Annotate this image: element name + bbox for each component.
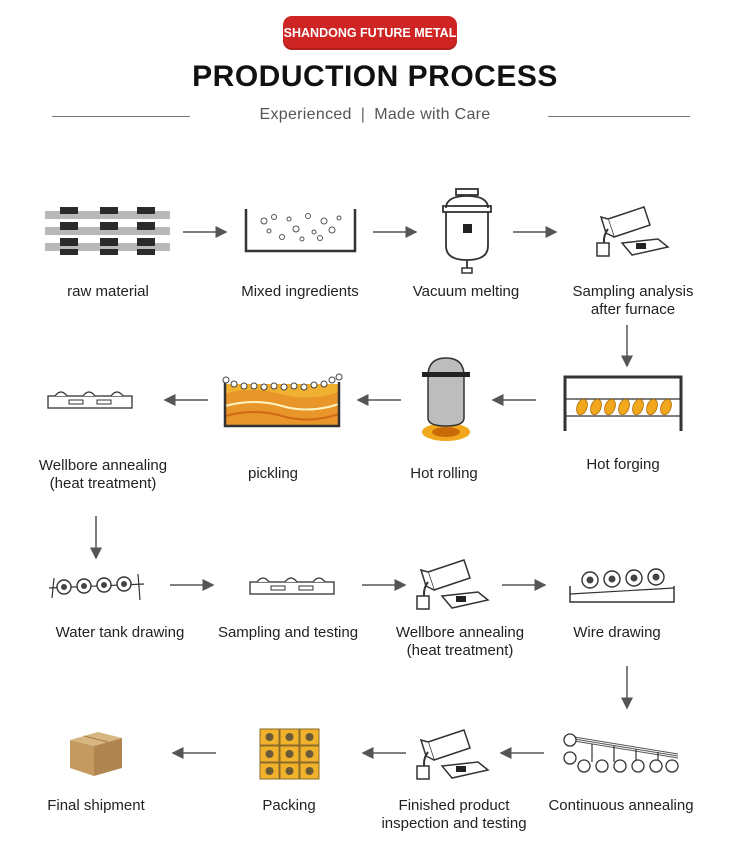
step-label-hot-rolling: Hot rolling: [369, 465, 519, 483]
subtitle-right: Made with Care: [374, 106, 491, 123]
step-label-final-shipment: Final shipment: [21, 797, 171, 815]
pickling-tank-icon: [222, 373, 343, 428]
cardboard-box-icon: [70, 732, 122, 776]
right-divider: [548, 116, 690, 117]
step-line-2: after furnace: [590, 301, 676, 318]
rolling-furnace-icon: [422, 357, 470, 441]
step-label-wire-drawing: Wire drawing: [542, 624, 692, 642]
step-line: Packing: [262, 797, 316, 814]
step-line: Hot rolling: [410, 465, 478, 482]
step-label-mixed-ingredients: Mixed ingredients: [225, 283, 375, 301]
company-badge: SHANDONG FUTURE METAL: [283, 16, 457, 50]
step-line: Finished product: [398, 797, 510, 814]
step-label-packing: Packing: [214, 797, 364, 815]
page-subtitle: Experienced | Made with Care: [0, 106, 750, 124]
step-line: Wellbore annealing: [395, 624, 525, 641]
step-line: Wire drawing: [573, 624, 661, 641]
subtitle-left: Experienced: [259, 106, 352, 123]
step-label-raw-material: raw material: [33, 283, 183, 301]
step-label-vacuum-melting: Vacuum melting: [391, 283, 541, 301]
vacuum-furnace-icon: [442, 188, 492, 274]
step-label-pickling: pickling: [198, 465, 348, 483]
ladle-mold-icon: [416, 559, 490, 610]
step-label-wellbore-annealing: Wellbore annealing(heat treatment): [28, 457, 178, 493]
drawing-machine-icon: [48, 573, 145, 601]
step-line: pickling: [247, 465, 299, 482]
left-divider: [52, 116, 190, 117]
forging-furnace-icon: [563, 375, 683, 431]
step-line: Hot forging: [586, 456, 660, 473]
step-line-2: (heat treatment): [49, 475, 157, 492]
step-line: Water tank drawing: [55, 624, 185, 641]
steel-bars-icon: [45, 207, 170, 255]
step-label-water-tank-drawing: Water tank drawing: [45, 624, 195, 642]
step-line: Sampling analysis: [572, 283, 694, 300]
step-line: Continuous annealing: [548, 797, 694, 814]
step-line: Wellbore annealing: [38, 457, 168, 474]
step-line-2: inspection and testing: [381, 815, 527, 832]
step-label-continuous-annealing: Continuous annealing: [546, 797, 696, 815]
step-label-wellbore-annealing-2: Wellbore annealing(heat treatment): [385, 624, 535, 660]
step-line: Final shipment: [47, 797, 145, 814]
ladle-mold-icon: [416, 729, 490, 780]
step-label-sampling-testing: Sampling and testing: [213, 624, 363, 642]
tank-icon: [244, 209, 357, 253]
drawing-machine-icon: [569, 568, 675, 603]
step-line-2: (heat treatment): [406, 642, 514, 659]
annealing-well-icon: [249, 577, 335, 595]
annealing-well-icon: [47, 391, 133, 409]
step-label-hot-forging: Hot forging: [548, 456, 698, 474]
annealing-line-icon: [563, 733, 679, 773]
step-line: raw material: [67, 283, 149, 300]
step-line: Vacuum melting: [412, 283, 520, 300]
page-title: PRODUCTION PROCESS: [192, 60, 558, 93]
ladle-mold-icon: [596, 206, 670, 257]
coils-icon: [259, 728, 320, 780]
step-line: Mixed ingredients: [241, 283, 359, 300]
subtitle-separator: |: [360, 106, 366, 123]
step-line: Sampling and testing: [217, 624, 359, 641]
